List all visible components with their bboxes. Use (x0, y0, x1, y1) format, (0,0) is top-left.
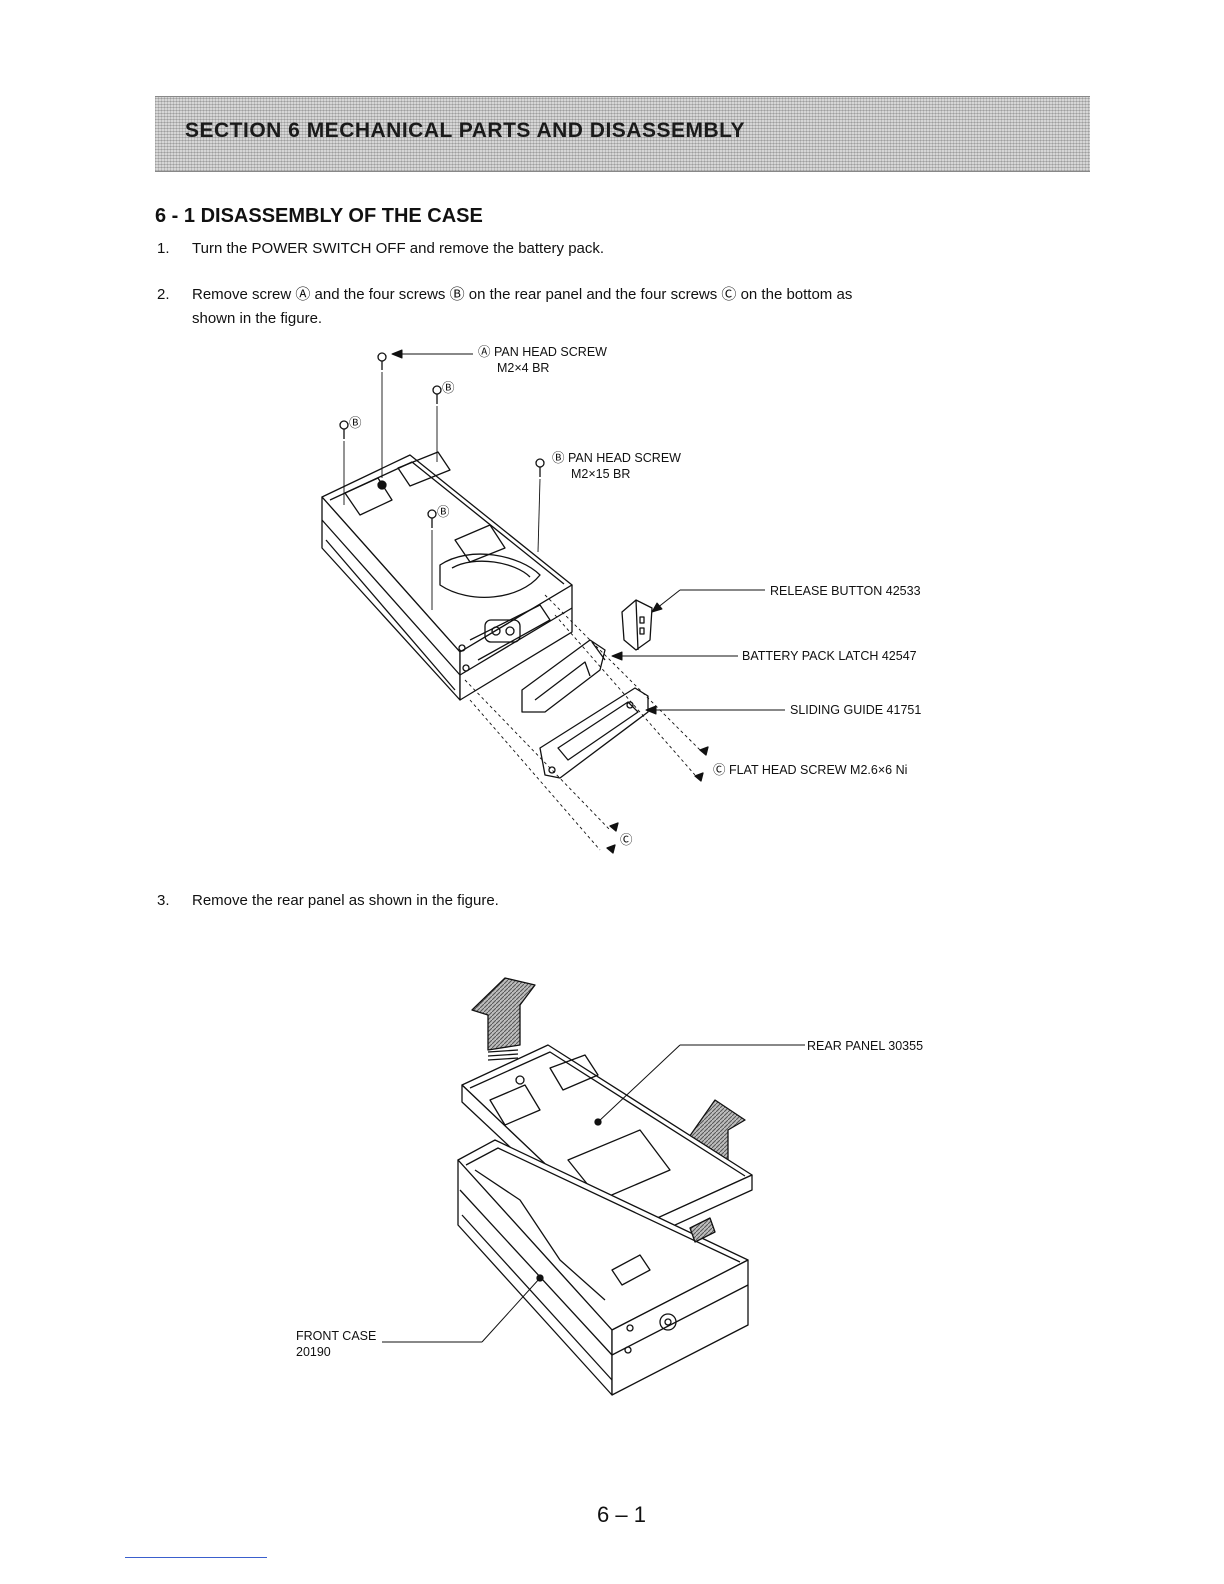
figure-case-exploded (0, 0, 1224, 880)
label-screw-a-size: M2×4 BR (497, 361, 550, 375)
page-heading: 6 - 1 DISASSEMBLY OF THE CASE (155, 205, 483, 227)
release-button-drawing (622, 600, 652, 650)
label-front-case: FRONT CASE (296, 1329, 377, 1343)
step-text-line-1: Remove screw Ⓐ and the four screws Ⓑ on … (192, 286, 853, 303)
section-banner: SECTION 6 MECHANICAL PARTS AND DISASSEMB… (155, 96, 1090, 172)
label-front-case-number: 20190 (296, 1345, 331, 1359)
label-flat-head-screw: Ⓒ FLAT HEAD SCREW M2.6×6 Ni (713, 763, 908, 777)
callout-b: Ⓑ (349, 416, 362, 430)
label-rear-panel: REAR PANEL 30355 (807, 1039, 924, 1053)
callout-b: Ⓑ (442, 381, 455, 395)
section-title: SECTION 6 MECHANICAL PARTS AND DISASSEMB… (185, 119, 746, 142)
label-screw-a: Ⓐ PAN HEAD SCREW (478, 345, 607, 359)
step-number: 1. (157, 240, 170, 257)
step-text: Remove the rear panel as shown in the fi… (192, 892, 499, 909)
label-release-button: RELEASE BUTTON 42533 (770, 584, 921, 598)
label-screw-b-size: M2×15 BR (571, 467, 631, 481)
screw-c-drawing (607, 747, 708, 853)
leader-lines (392, 350, 785, 714)
step-text-line-2: shown in the figure. (192, 310, 323, 327)
case-body-drawing (322, 452, 572, 700)
leader-lines (382, 1045, 805, 1342)
up-arrow-icon (472, 978, 535, 1060)
callout-b: Ⓑ (437, 505, 450, 519)
footer-rule (125, 1557, 267, 1558)
step-number: 3. (157, 892, 170, 909)
screw-b-drawing (340, 386, 544, 610)
step-number: 2. (157, 286, 170, 303)
label-screw-b: Ⓑ PAN HEAD SCREW (552, 451, 681, 465)
screw-a-drawing (378, 353, 386, 478)
sliding-guide-drawing (540, 688, 648, 778)
step-text: Turn the POWER SWITCH OFF and remove the… (192, 240, 605, 257)
assembly-lines (465, 595, 700, 850)
callout-c: Ⓒ (620, 833, 633, 847)
page-number: 6 – 1 (597, 1502, 646, 1527)
front-case-drawing (458, 1140, 748, 1395)
figure-rear-panel-removal (0, 0, 1224, 1420)
label-battery-latch: BATTERY PACK LATCH 42547 (742, 649, 917, 663)
label-sliding-guide: SLIDING GUIDE 41751 (790, 703, 922, 717)
battery-latch-drawing (522, 640, 605, 712)
